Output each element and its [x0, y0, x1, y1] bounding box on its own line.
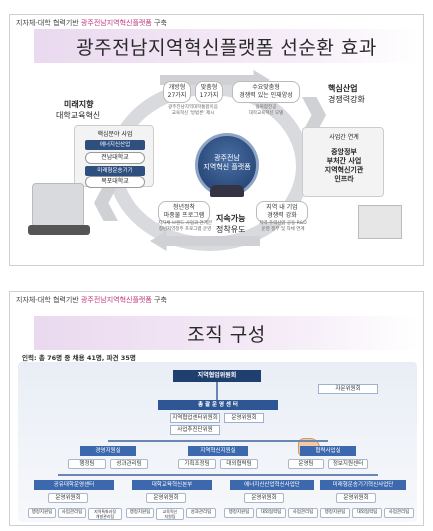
uni-chonnam-text: 전남대학교 — [101, 154, 129, 161]
org-committee: 운영위원회 — [48, 493, 88, 503]
panel-linkage-title: 사업간 연계 — [329, 134, 359, 141]
org-team: 사업관리팀 — [384, 508, 414, 518]
org-chart: 지역협업위원회 자문위원회 총 괄 운 영 센 터 지역협업센터위원회 운영위원… — [18, 362, 417, 522]
pill-youth: 청년정착 마중물 프로그램 — [158, 201, 210, 223]
label-sustainable-sub: 정착유도 — [216, 225, 246, 234]
cycle-arrow-bottom — [150, 231, 260, 251]
label-core-industry: 핵심산업 — [328, 84, 358, 93]
org-team: 성과관리팀 — [186, 508, 216, 518]
org-team: 대외협력팀 — [256, 508, 286, 518]
org-group-4: 미래형운송기기혁신사업단 — [320, 480, 406, 490]
org-center-sub-1: 지역협업센터위원회 — [170, 413, 220, 423]
uni-mokpo: 목포대학교 — [85, 176, 145, 188]
org-center-sub-3: 사업추진단위원 — [170, 425, 220, 435]
org-unit: 행정팀 — [68, 459, 106, 469]
headcount-text: 인력: 총 76명 중 채용 41명, 파견 35명 — [22, 354, 136, 362]
org-committee: 운영위원회 — [146, 493, 186, 503]
org-group-2: 대학교육혁신본부 — [132, 480, 212, 490]
breadcrumb-prefix: 지자체-대학 협력기반 — [16, 19, 81, 27]
badge-energy: 에너지신산업 — [85, 140, 145, 150]
org-team: 사업관리팀 — [288, 508, 318, 518]
breadcrumb: 지자체-대학 협력기반 광주전남지역혁신플랫폼 구축 — [16, 295, 167, 305]
breadcrumb-highlight: 광주전남지역혁신플랫폼 — [80, 19, 152, 27]
org-unit: 성과관리팀 — [110, 459, 148, 469]
org-advisory: 자문위원회 — [318, 384, 378, 394]
label-future-sub: 대학교육혁신 — [56, 111, 101, 120]
pill-demand: 수요맞춤형 경쟁력 있는 인재양성 — [232, 81, 300, 103]
pill-local-biz: 지역 내 기업 경쟁력 강화 — [256, 201, 308, 223]
machine-base-icon — [28, 225, 90, 235]
org-team: 대외협력팀 — [352, 508, 382, 518]
org-unit: 대외협력팀 — [220, 459, 258, 469]
org-committee: 운영위원회 — [336, 493, 376, 503]
org-committee: 운영위원회 — [244, 493, 284, 503]
top-note-1: 광주전남지역대학통합이음 교육혁신 '방법론' 제시 — [168, 105, 218, 116]
org-group-3: 에너지신산업혁신사업단 — [230, 480, 314, 490]
building-icon — [358, 205, 402, 239]
slide-org-structure: 지자체-대학 협력기반 광주전남지역혁신플랫폼 구축 조직 구성 인력: 총 7… — [9, 291, 424, 526]
org-team: 교육혁신 지원팀 — [156, 508, 184, 520]
org-division-3: 협력사업실 — [300, 446, 356, 456]
breadcrumb-highlight: 광주전남지역혁신플랫폼 — [80, 296, 152, 304]
panel-core-fields-title: 핵심분야 사업 — [97, 131, 133, 138]
label-sustainable: 지속가능 — [216, 214, 246, 223]
org-team: 사업관리팀 — [58, 508, 86, 518]
org-center: 총 괄 운 영 센 터 — [158, 400, 278, 410]
cycle-arrow-left — [94, 185, 118, 221]
label-core-industry-sub: 경쟁력강화 — [328, 95, 365, 104]
bottom-note-2: 지역 주력산업 공동 R&D 운영 정부 및 자체 연계 — [259, 221, 307, 232]
org-division-1: 경영지원실 — [80, 446, 136, 456]
org-team: 행정지원팀 — [28, 508, 56, 518]
pill-local-biz-text: 지역 내 기업 경쟁력 강화 — [266, 204, 298, 219]
breadcrumb: 지자체-대학 협력기반 광주전남지역혁신플랫폼 구축 — [16, 18, 167, 28]
bottom-note-1: 지자체 브랜드 사업과 연계한 청년지역정주 프로그램 운영 — [158, 221, 212, 232]
pill-youth-text: 청년정착 마중물 프로그램 — [163, 204, 205, 219]
org-top: 지역협업위원회 — [173, 370, 261, 382]
slide-title: 광주전남지역혁신플랫폼 선순환 효과 — [76, 37, 377, 59]
org-group-1: 공유대학운영센터 — [34, 480, 114, 490]
factory-machine-icon — [32, 183, 84, 227]
breadcrumb-suffix: 구축 — [151, 296, 167, 304]
badge-mobility: 미래형운송기기 — [85, 166, 145, 176]
org-unit: 운영팀 — [288, 459, 324, 469]
org-division-2: 지역혁신지원실 — [188, 446, 248, 456]
uni-mokpo-text: 목포대학교 — [101, 178, 129, 185]
pill-open: 개방형 27가지 — [163, 81, 191, 103]
top-note-2: 융복합전공 대학교육혁신 모델 — [248, 105, 284, 116]
org-team: 행정지원팀 — [320, 508, 350, 518]
org-unit: 정보지원센터 — [328, 459, 368, 469]
org-team: 지역특화과정 개발관리팀 — [88, 508, 122, 520]
org-team: 행정지원팀 — [126, 508, 154, 518]
label-future: 미래지향 — [64, 100, 94, 109]
org-center-sub-2: 운영위원회 — [224, 413, 264, 423]
uni-chonnam: 전남대학교 — [85, 152, 145, 164]
title-bar: 조직 구성 — [34, 316, 419, 350]
breadcrumb-suffix: 구축 — [151, 19, 167, 27]
org-team: 행정지원팀 — [224, 508, 254, 518]
title-bar: 광주전남지역혁신플랫폼 선순환 효과 — [34, 29, 419, 63]
pill-custom-text: 맞춤형 17가지 — [199, 84, 219, 99]
pill-demand-text: 수요맞춤형 경쟁력 있는 인재양성 — [239, 84, 293, 99]
panel-linkage: 사업간 연계 중앙정부 부처간 사업 지역혁신기관 인프라 — [302, 127, 384, 197]
pill-custom: 맞춤형 17가지 — [195, 81, 223, 103]
slide-title: 조직 구성 — [187, 324, 266, 346]
panel-linkage-body: 중앙정부 부처간 사업 지역혁신기관 인프라 — [324, 148, 364, 183]
slide-circular-effect: 지자체-대학 협력기반 광주전남지역혁신플랫폼 구축 광주전남지역혁신플랫폼 선… — [9, 14, 424, 266]
breadcrumb-prefix: 지자체-대학 협력기반 — [16, 296, 81, 304]
center-label: 광주전남 지역혁신 플랫폼 — [203, 154, 251, 171]
meeting-people-icon — [210, 185, 244, 197]
panel-core-fields: 핵심분야 사업 에너지신산업 전남대학교 미래형운송기기 목포대학교 — [74, 125, 154, 188]
org-unit: 기획조정팀 — [178, 459, 216, 469]
pill-open-text: 개방형 27가지 — [167, 84, 187, 99]
